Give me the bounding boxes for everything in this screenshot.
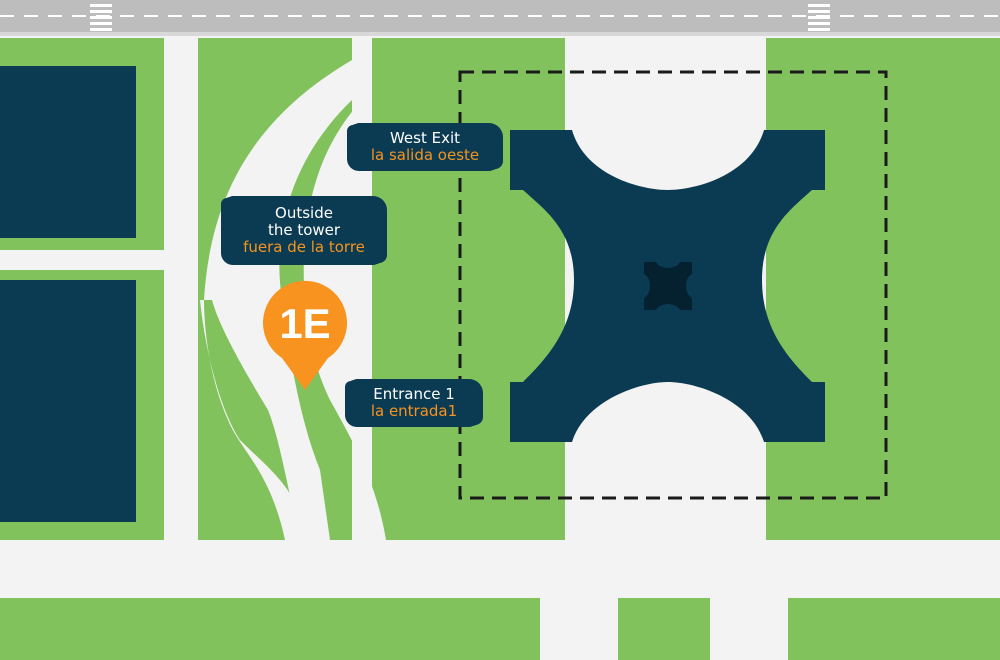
label-outside-tower-en-2: the tower [267,221,341,239]
label-entrance-1-es: la entrada1 [370,402,458,420]
label-outside-tower-en-1: Outside [275,204,333,222]
tower-perimeter [458,70,888,500]
label-outside-tower: Outside the tower fuera de la torre [224,197,384,264]
label-west-exit-en: West Exit [389,129,461,147]
location-pin-icon[interactable]: 1E [263,280,348,390]
crosswalk-right [808,4,830,31]
label-entrance-1-en: Entrance 1 [373,385,455,403]
label-entrance-1: Entrance 1 la entrada1 [348,380,480,426]
building-block-top [0,66,136,238]
marker-label: 1E [279,300,330,347]
label-outside-tower-es: fuera de la torre [243,238,365,256]
building-block-bottom [0,280,136,522]
crosswalk-left [90,4,112,31]
label-west-exit-es: la salida oeste [370,146,480,164]
label-west-exit: West Exit la salida oeste [350,124,500,170]
tower-center [644,262,692,310]
top-road [0,0,1000,36]
tower-footprint [510,130,825,442]
